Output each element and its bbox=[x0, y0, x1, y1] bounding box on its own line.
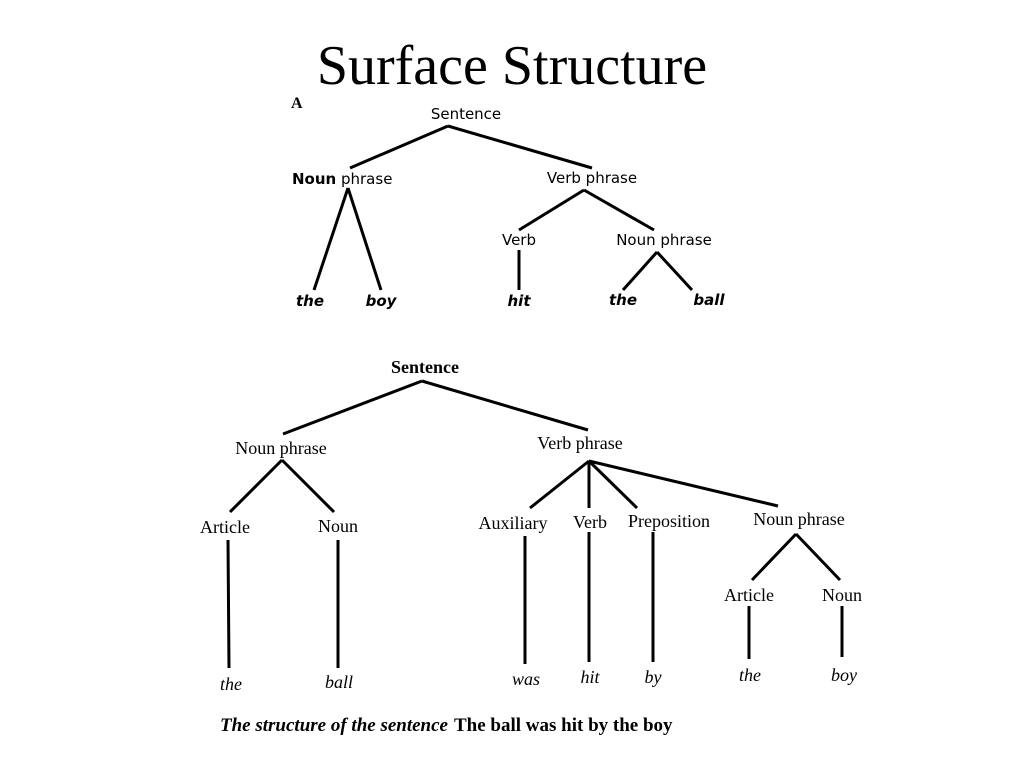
edge-np-ball bbox=[655, 250, 694, 292]
edge-b-vp-aux bbox=[529, 459, 590, 510]
edge-b-np-noun2 bbox=[794, 532, 842, 582]
tree-b-leaf-was: was bbox=[512, 669, 540, 689]
tree-b-noun-phrase-2: Noun phrase bbox=[753, 509, 844, 529]
tree-a-letter: A bbox=[291, 95, 303, 112]
tree-b-verb-phrase: Verb phrase bbox=[537, 433, 622, 453]
edge-sentence-np bbox=[349, 124, 449, 170]
tree-b-auxiliary: Auxiliary bbox=[479, 513, 548, 533]
tree-b-sentence: Sentence bbox=[391, 357, 459, 377]
edge-vp-verb bbox=[518, 188, 585, 232]
tree-b-preposition: Preposition bbox=[628, 511, 710, 531]
tree-a-leaf-hit: hit bbox=[508, 292, 532, 310]
tree-a-noun-phrase-2: Noun phrase bbox=[616, 231, 712, 249]
tree-b-verb: Verb bbox=[573, 512, 607, 532]
caption-plain: The ball was hit by the boy bbox=[454, 715, 673, 736]
tree-b-leaf-by: by bbox=[645, 667, 662, 687]
edge-b-sentence-vp bbox=[421, 379, 589, 432]
edge-b-vp-np bbox=[588, 459, 779, 508]
edge-b-np-article2 bbox=[750, 532, 798, 582]
edge-np-the bbox=[312, 187, 350, 291]
tree-b-noun: Noun bbox=[318, 516, 358, 536]
tree-a-edges bbox=[312, 124, 694, 292]
tree-a-leaf-the: the bbox=[296, 292, 324, 310]
caption-italic: The structure of the sentence bbox=[220, 715, 449, 736]
tree-b-leaf-ball: ball bbox=[325, 672, 353, 692]
edge-vp-np bbox=[583, 188, 655, 232]
edge-b-np-noun bbox=[280, 458, 336, 514]
edge-b-np-article bbox=[228, 458, 284, 514]
tree-b-leaf-the-2: the bbox=[739, 665, 761, 685]
tree-a-leaf-the-2: the bbox=[609, 291, 637, 309]
edge-b-vp-prep bbox=[587, 459, 639, 510]
tree-a-verb: Verb bbox=[502, 231, 536, 249]
tree-a-sentence: Sentence bbox=[431, 105, 501, 123]
tree-b-noun-2: Noun bbox=[822, 585, 862, 605]
tree-b-leaf-boy: boy bbox=[831, 665, 857, 685]
edge-np-the2 bbox=[621, 250, 659, 292]
tree-b-edges bbox=[226, 379, 844, 669]
tree-a-leaf-boy: boy bbox=[366, 292, 398, 310]
tree-a-verb-phrase: Verb phrase bbox=[547, 169, 637, 187]
tree-b-leaf-the: the bbox=[220, 674, 242, 694]
tree-b-article: Article bbox=[200, 517, 250, 537]
tree-a-leaf-ball: ball bbox=[693, 291, 725, 309]
edge-np-boy bbox=[346, 187, 383, 291]
tree-b-noun-phrase: Noun phrase bbox=[235, 438, 326, 458]
tree-b-leaf-hit: hit bbox=[580, 667, 600, 687]
slide-title: Surface Structure bbox=[316, 35, 708, 97]
tree-b-article-2: Article bbox=[724, 585, 774, 605]
edge-b-article-the bbox=[226, 539, 231, 669]
edge-b-sentence-np bbox=[282, 379, 423, 436]
tree-a-noun-phrase: Noun phrase bbox=[292, 170, 392, 188]
edge-sentence-vp bbox=[447, 124, 593, 170]
